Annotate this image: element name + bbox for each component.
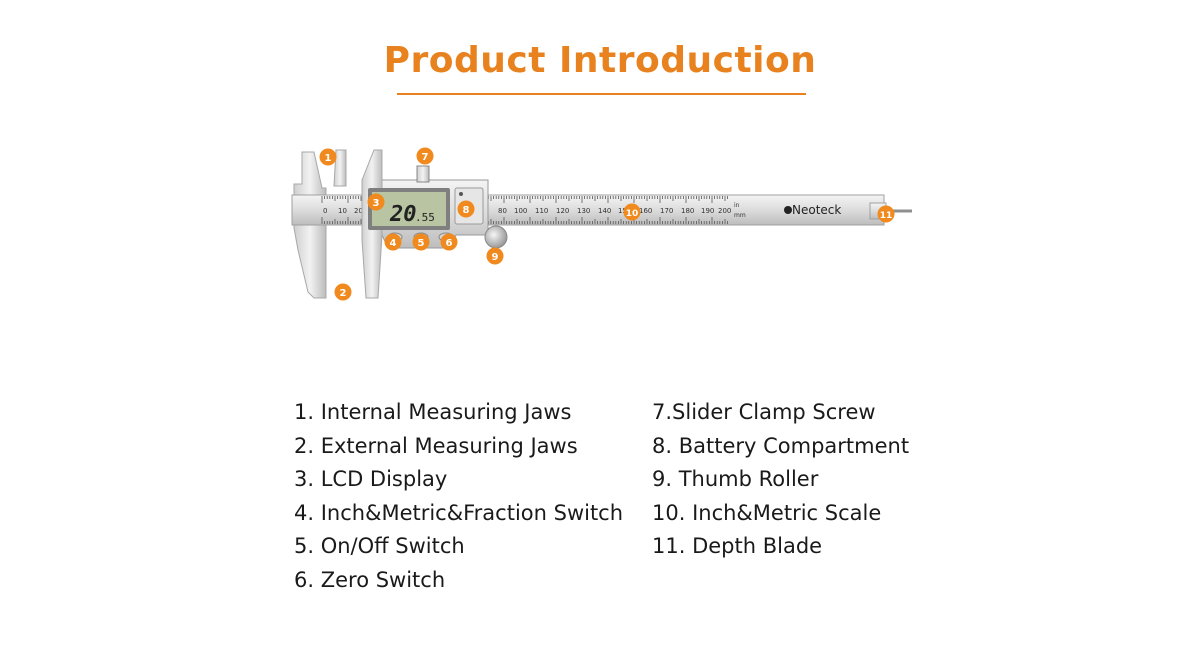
marker-2: 2 xyxy=(334,283,352,301)
marker-6: 6 xyxy=(440,233,458,251)
marker-9: 9 xyxy=(486,247,504,265)
marker-4: 4 xyxy=(384,233,402,251)
svg-text:9: 9 xyxy=(492,252,499,263)
marker-5: 5 xyxy=(412,233,430,251)
svg-text:6: 6 xyxy=(446,238,453,249)
marker-3: 3 xyxy=(367,193,385,211)
svg-text:1: 1 xyxy=(325,153,332,164)
svg-text:7: 7 xyxy=(422,152,429,163)
list-item: 9. Thumb Roller xyxy=(652,467,819,491)
scale-label: 20 xyxy=(354,207,363,215)
slider-clamp-screw xyxy=(416,165,430,183)
parts-list-right: 7.Slider Clamp Screw 8. Battery Compartm… xyxy=(652,396,909,564)
list-item: 4. Inch&Metric&Fraction Switch xyxy=(294,500,624,525)
marker-1: 1 xyxy=(319,148,337,166)
marker-10: 10 xyxy=(623,203,641,221)
brand-logo-icon xyxy=(784,206,792,214)
scale-label: 190 xyxy=(701,207,714,215)
unit-mm-label: mm xyxy=(734,212,746,219)
scale-label: 140 xyxy=(598,207,611,215)
scale-label: 200 xyxy=(718,207,731,215)
svg-text:11: 11 xyxy=(880,211,893,221)
scale-label: 110 xyxy=(535,207,548,215)
list-item: 5. On/Off Switch xyxy=(294,534,465,558)
lcd-screen xyxy=(372,192,446,226)
caliper-diagram: 0 10 20 80 100 110 120 130 140 150 160 1… xyxy=(291,147,912,301)
scale-label: 170 xyxy=(660,207,673,215)
list-item: 8. Battery Compartment xyxy=(652,433,910,458)
parts-list-left: 1. Internal Measuring Jaws 2. External M… xyxy=(294,396,623,597)
brand-name: Neoteck xyxy=(792,203,841,217)
marker-8: 8 xyxy=(457,200,475,218)
thumb-roller xyxy=(484,225,508,249)
list-item: 11. Depth Blade xyxy=(652,534,823,558)
svg-text:3: 3 xyxy=(373,198,380,209)
scale-label: 80 xyxy=(498,207,507,215)
svg-text:10: 10 xyxy=(626,209,639,219)
page-title: Product Introduction xyxy=(383,40,817,81)
list-item: 10. Inch&Metric Scale xyxy=(652,500,882,525)
svg-text:8: 8 xyxy=(463,205,470,216)
marker-7: 7 xyxy=(416,147,434,165)
list-item: 3. LCD Display xyxy=(294,467,448,491)
svg-text:5: 5 xyxy=(418,238,425,249)
list-item: 1. Internal Measuring Jaws xyxy=(294,400,572,424)
scale-label: 160 xyxy=(639,207,652,215)
scale-label: 0 xyxy=(323,207,327,215)
lcd-reading-main: 20 xyxy=(389,202,417,227)
marker-11: 11 xyxy=(877,205,895,223)
unit-in-label: in xyxy=(734,202,740,209)
svg-text:4: 4 xyxy=(390,238,397,249)
lcd-reading-decimal: .55 xyxy=(415,211,435,224)
list-item: 2. External Measuring Jaws xyxy=(294,433,578,458)
scale-label: 120 xyxy=(556,207,569,215)
scale-label: 180 xyxy=(681,207,694,215)
list-item: 6. Zero Switch xyxy=(294,567,446,592)
scale-label: 100 xyxy=(514,207,527,215)
list-item: 7.Slider Clamp Screw xyxy=(652,400,876,424)
scale-label: 10 xyxy=(338,207,347,215)
title-underline xyxy=(397,93,806,95)
slider-body: 20 .55 xyxy=(361,149,489,299)
svg-text:2: 2 xyxy=(340,288,347,299)
scale-label: 130 xyxy=(577,207,590,215)
